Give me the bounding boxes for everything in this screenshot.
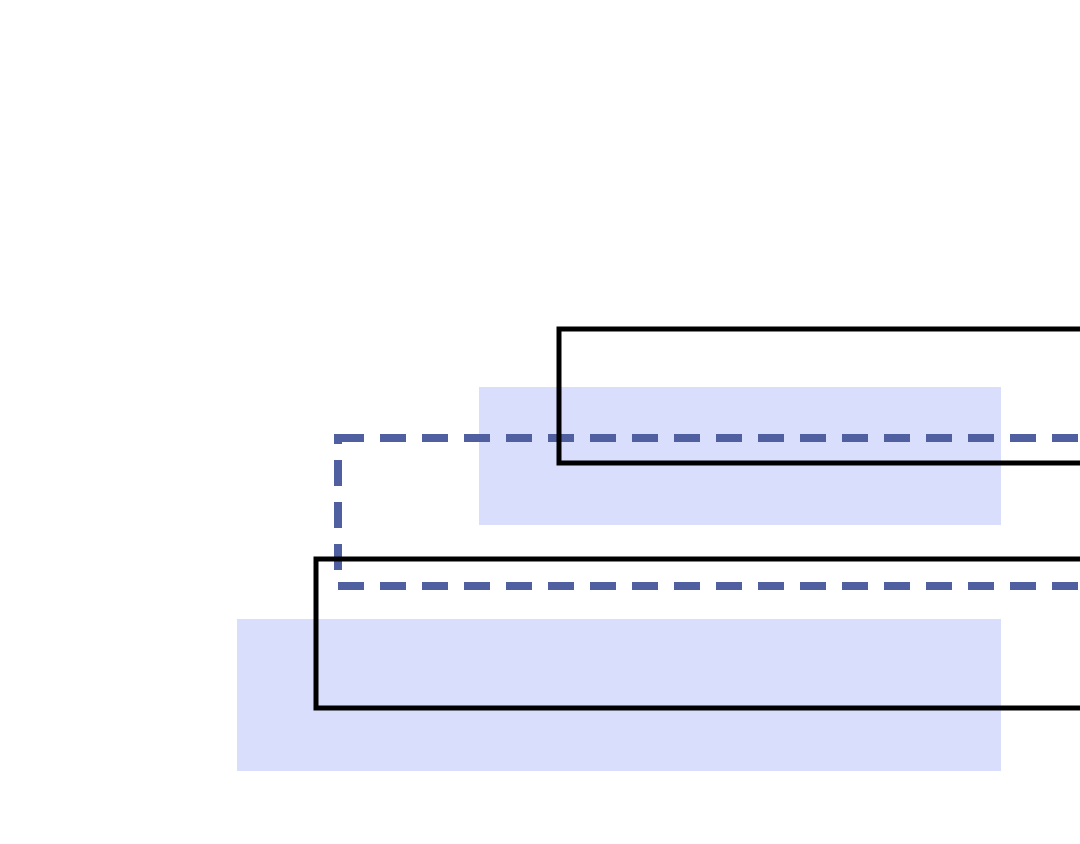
fill-rect-lower [237,619,1001,771]
dashed-rect [334,434,1080,590]
outline-rect-lower [313,556,1080,711]
fill-rect-upper [479,387,1001,525]
outline-rect-upper [556,326,1080,466]
